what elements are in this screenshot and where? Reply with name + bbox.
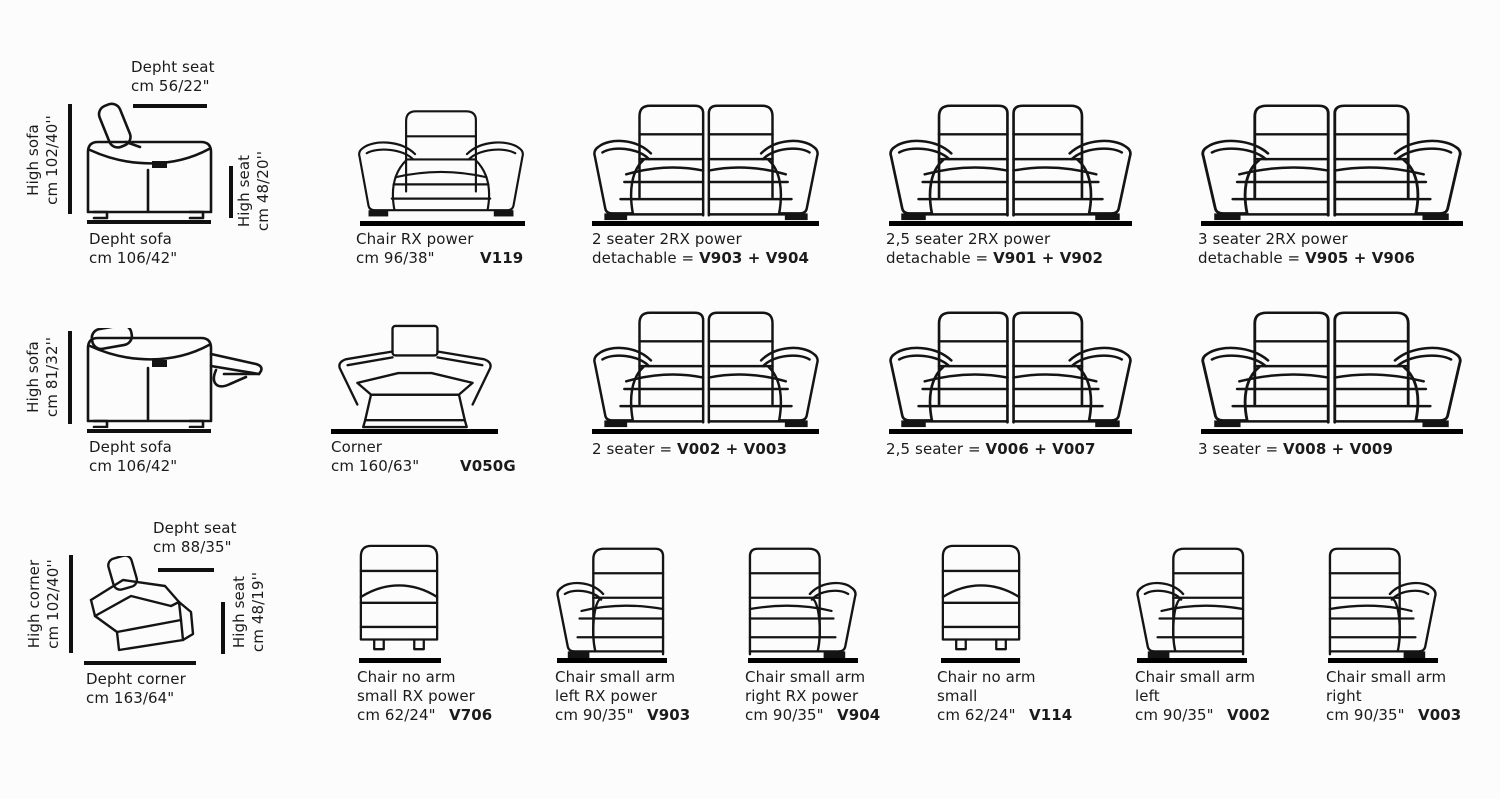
product-label-chair-noarm: Chair no arm small cm 62/24"V114 — [937, 668, 1073, 724]
product-code: V904 — [837, 706, 881, 724]
dim-label-depth-sofa: Depht sofa cm 106/42" — [89, 230, 178, 267]
sofa-reclined-side-view-drawing — [86, 328, 263, 428]
floor-bar-2-seater-rx — [592, 221, 819, 226]
product-label-25-seater: 2,5 seater = V006 + V007 — [886, 440, 1096, 458]
dim-bar-high-sofa — [68, 104, 72, 214]
dim-bar-high-corner — [69, 555, 73, 653]
floor-bar-3-seater-rx — [1201, 221, 1463, 226]
product-code: V003 — [1418, 706, 1462, 724]
floor-bar-chair-rx — [360, 221, 525, 226]
dim-bar-high-sofa-reclined — [68, 331, 72, 424]
sofa-side-view-drawing — [86, 99, 213, 220]
sofa-2-seater-drawing — [592, 307, 820, 429]
product-code: V903 + V904 — [699, 249, 810, 267]
dim-label-depth-corner: Depht corner cm 163/64" — [86, 670, 186, 707]
sofa-25-seater-rx-drawing — [888, 100, 1133, 222]
dim-bar-depth-seat — [133, 104, 207, 108]
product-code: V002 — [1227, 706, 1271, 724]
floor-bar-chair-armleft — [1137, 658, 1247, 663]
product-code: V903 — [647, 706, 691, 724]
dim-bar-depth-corner — [84, 661, 196, 665]
corner-element-drawing — [338, 324, 492, 429]
chair-arm-left-drawing — [1136, 547, 1245, 658]
corner-perspective-drawing — [89, 556, 195, 652]
product-code: V706 — [449, 706, 493, 724]
dim-label-high-sofa: High sofa cm 102/40'' — [24, 115, 61, 205]
product-label-chair-armright: Chair small arm right cm 90/35"V003 — [1326, 668, 1462, 724]
product-label-chair-armleft: Chair small arm left cm 90/35"V002 — [1135, 668, 1271, 724]
floor-bar-chair-noarm-rx — [359, 658, 441, 663]
dim-label-high-sofa-reclined: High sofa cm 81/32'' — [24, 336, 61, 418]
dim-bar-high-seat — [229, 166, 233, 218]
floor-bar-chair-armright — [1328, 658, 1438, 663]
chair-arm-right-rx-drawing — [748, 547, 857, 658]
dim-bar-depth-sofa — [87, 220, 211, 224]
product-code: V006 + V007 — [985, 440, 1096, 458]
dim-label-high-seat: High seat cm 48/20'' — [235, 150, 272, 232]
product-label-3-seater: 3 seater = V008 + V009 — [1198, 440, 1393, 458]
product-code: V002 + V003 — [677, 440, 787, 458]
product-label-25-seater-rx: 2,5 seater 2RX power detachable = V901 +… — [886, 230, 1104, 267]
sofa-25-seater-drawing — [888, 307, 1133, 429]
product-code: V114 — [1029, 706, 1073, 724]
product-code: V008 + V009 — [1283, 440, 1393, 458]
sofa-3-seater-drawing — [1200, 307, 1463, 429]
product-label-2-seater: 2 seater = V002 + V003 — [592, 440, 787, 458]
dim-bar-depth-seat-corner — [158, 568, 214, 572]
floor-bar-25-seater-rx — [889, 221, 1132, 226]
product-code: V901 + V902 — [993, 249, 1104, 267]
sofa-3-seater-rx-drawing — [1200, 100, 1463, 222]
product-label-chair-armleft-rx: Chair small arm left RX power cm 90/35"V… — [555, 668, 691, 724]
dim-label-high-seat-corner: High seat cm 48/19'' — [230, 571, 267, 653]
product-code: V050G — [460, 457, 516, 475]
product-label-3-seater-rx: 3 seater 2RX power detachable = V905 + V… — [1198, 230, 1416, 267]
product-label-2-seater-rx: 2 seater 2RX power detachable = V903 + V… — [592, 230, 810, 267]
product-label-chair-rx: Chair RX power cm 96/38"V119 — [356, 230, 524, 267]
dim-label-high-corner: High corner cm 102/40'' — [25, 559, 62, 649]
floor-bar-chair-armleft-rx — [557, 658, 667, 663]
chair-no-arm-rx-drawing — [359, 544, 439, 651]
sofa-2-seater-rx-drawing — [592, 100, 820, 222]
chair-arm-left-rx-drawing — [556, 547, 665, 658]
dim-bar-high-seat-corner — [221, 602, 225, 654]
product-code: V119 — [480, 249, 524, 267]
chair-no-arm-drawing — [941, 544, 1021, 651]
product-label-chair-armright-rx: Chair small arm right RX power cm 90/35"… — [745, 668, 881, 724]
floor-bar-3-seater — [1201, 429, 1463, 434]
chair-rx-power-drawing — [356, 106, 526, 220]
floor-bar-chair-armright-rx — [748, 658, 858, 663]
dim-bar-depth-sofa-reclined — [87, 429, 211, 433]
dim-label-depth-seat: Depht seat cm 56/22" — [131, 58, 215, 95]
floor-bar-2-seater — [592, 429, 819, 434]
dim-label-depth-sofa-reclined: Depht sofa cm 106/42" — [89, 438, 178, 475]
floor-bar-chair-noarm — [941, 658, 1020, 663]
product-label-chair-noarm-rx: Chair no arm small RX power cm 62/24"V70… — [357, 668, 493, 724]
floor-bar-25-seater — [889, 429, 1132, 434]
dim-label-depth-seat-corner: Depht seat cm 88/35" — [153, 519, 237, 556]
chair-arm-right-drawing — [1328, 547, 1437, 658]
product-label-corner: Corner cm 160/63"V050G — [331, 438, 516, 475]
floor-bar-corner — [331, 429, 498, 434]
product-code: V905 + V906 — [1305, 249, 1416, 267]
